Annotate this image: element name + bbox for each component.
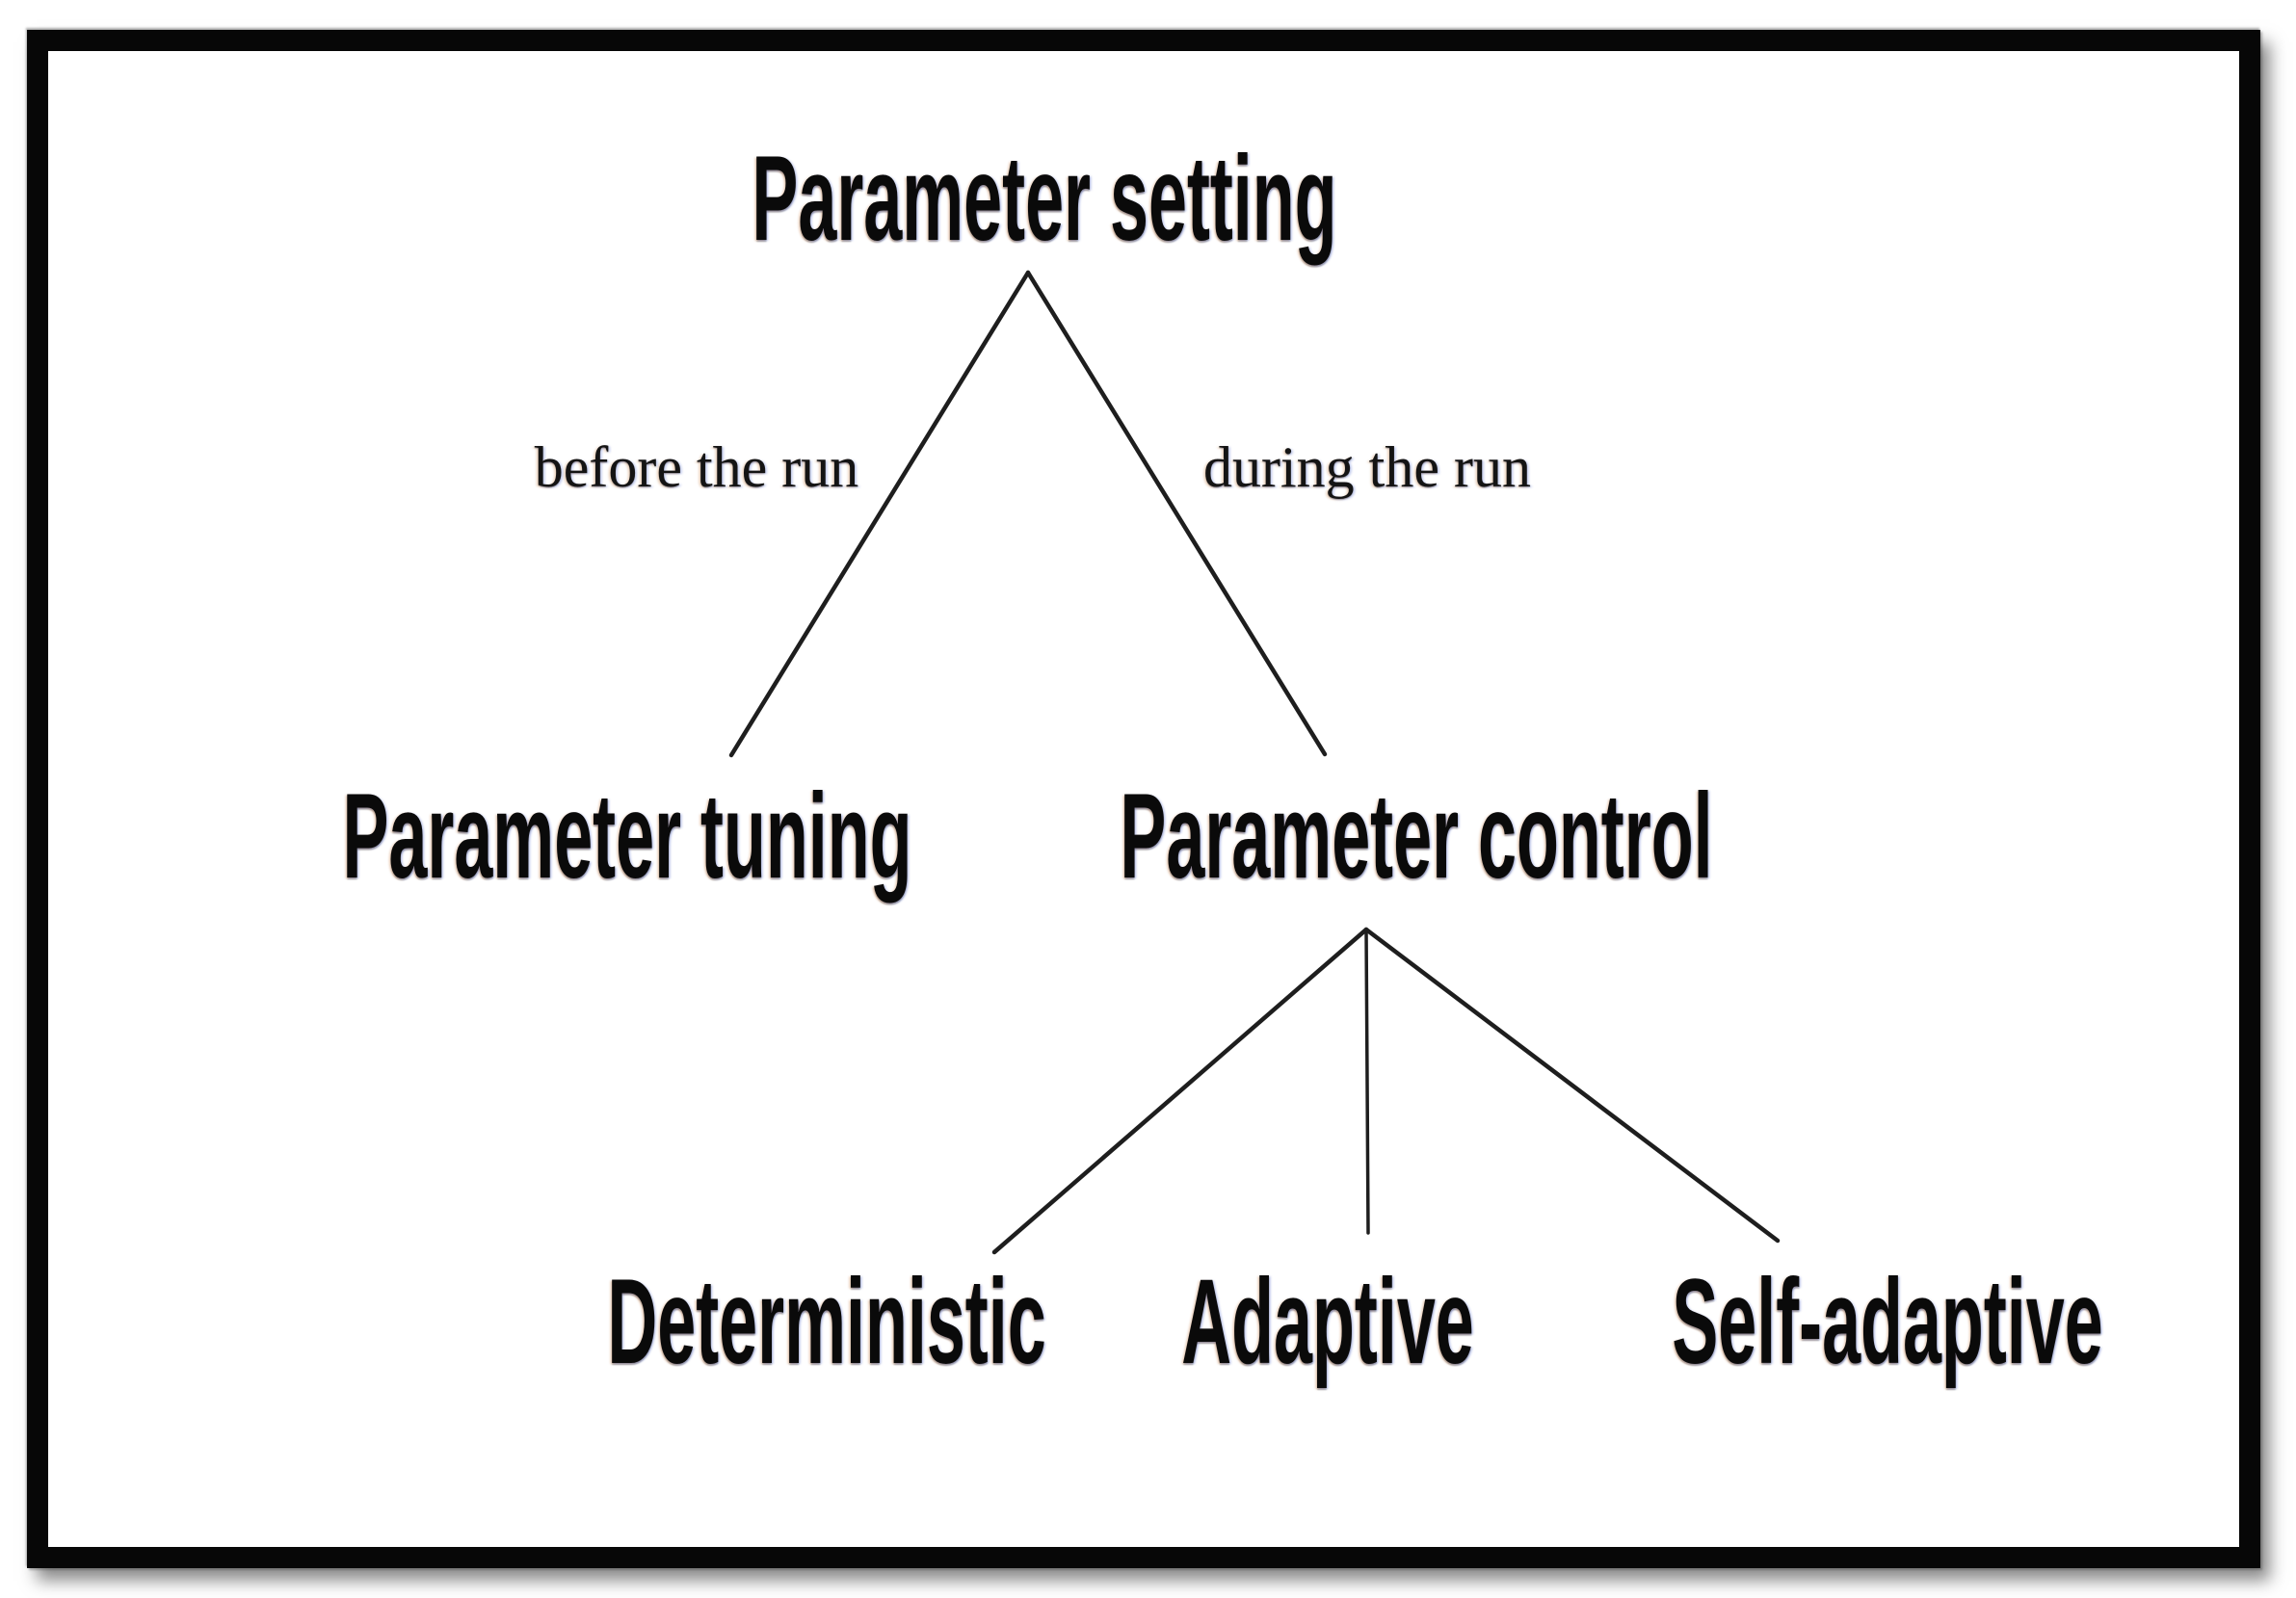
node-deterministic: Deterministic <box>607 1255 1046 1389</box>
edge-label-before-the-run: before the run <box>534 435 859 499</box>
node-adaptive: Adaptive <box>1181 1255 1474 1389</box>
edge-label-during-the-run: during the run <box>1203 435 1531 499</box>
node-parameter-tuning: Parameter tuning <box>342 770 912 904</box>
node-parameter-setting: Parameter setting <box>752 132 1337 266</box>
node-parameter-control: Parameter control <box>1120 770 1713 904</box>
node-self-adaptive: Self-adaptive <box>1672 1255 2103 1389</box>
